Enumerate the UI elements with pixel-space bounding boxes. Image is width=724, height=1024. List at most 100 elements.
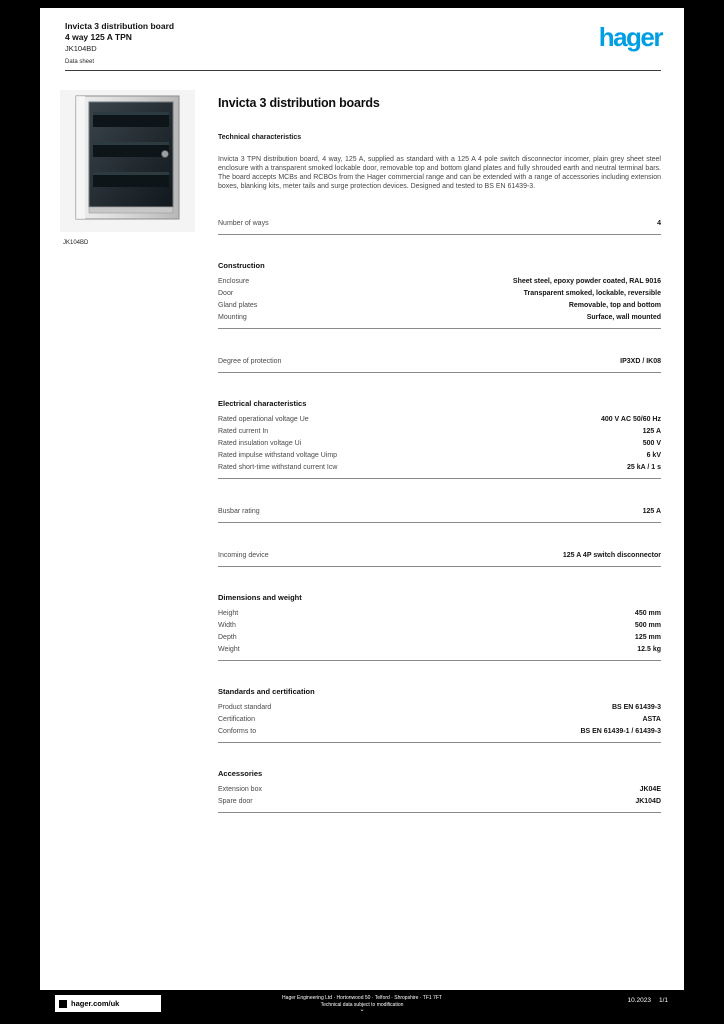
footer-address: Hager Engineering Ltd · Hortonwood 50 · …	[282, 995, 442, 1001]
spec-value: BS EN 61439-1 / 61439-3	[580, 727, 661, 735]
section-header: Electrical characteristics	[218, 399, 307, 408]
section-header: Accessories	[218, 769, 263, 778]
spec-row: Number of ways 4	[218, 217, 661, 229]
footer-center: Hager Engineering Ltd · Hortonwood 50 · …	[242, 995, 482, 1013]
spec-row: Extension box JK04E	[218, 783, 661, 795]
spec-value: 125 A	[642, 427, 661, 435]
footer-site-link[interactable]: hager.com/uk	[71, 999, 120, 1008]
spec-value: 400 V AC 50/60 Hz	[600, 415, 661, 423]
spec-row: Rated impulse withstand voltage Uimp 6 k…	[218, 449, 661, 461]
spec-row: Product standard BS EN 61439-3	[218, 701, 661, 713]
spec-value: JK04E	[639, 785, 661, 793]
spec-value: JK104D	[635, 797, 661, 805]
document-header: Invicta 3 distribution board 4 way 125 A…	[65, 21, 174, 65]
section-header: Dimensions and weight	[218, 593, 302, 602]
spec-value: Surface, wall mounted	[586, 313, 661, 321]
spec-value: Transparent smoked, lockable, reversible	[523, 289, 661, 297]
spec-label: Spare door	[218, 797, 253, 805]
spec-label: Rated short-time withstand current Icw	[218, 463, 338, 471]
product-title-line1: Invicta 3 distribution board	[65, 21, 175, 31]
spec-label: Door	[218, 289, 234, 297]
spec-label: Certification	[218, 715, 255, 723]
header-divider	[65, 70, 661, 71]
spec-row: Incoming device 125 A 4P switch disconne…	[218, 549, 661, 561]
spec-label: Product standard	[218, 703, 272, 711]
spec-row: Weight 12.5 kg	[218, 643, 661, 655]
main-content: Invicta 3 distribution boards Technical …	[218, 96, 661, 813]
product-title-line2: 4 way 125 A TPN	[65, 32, 132, 42]
spec-label: Rated insulation voltage Ui	[218, 439, 302, 447]
document-type-label: Data sheet	[65, 59, 95, 65]
spec-label: Conforms to	[218, 727, 257, 735]
spec-label: Depth	[218, 633, 237, 641]
spec-row: Enclosure Sheet steel, epoxy powder coat…	[218, 275, 661, 287]
footer-date: 10.2023	[627, 997, 651, 1004]
spec-section-incomer: Incoming device 125 A 4P switch disconne…	[218, 549, 661, 567]
spec-section-accessories: Accessories Extension box JK04E Spare do…	[218, 769, 661, 813]
spec-label: Height	[218, 609, 239, 617]
footer-site-box: hager.com/uk	[55, 995, 161, 1012]
spec-value: Sheet steel, epoxy powder coated, RAL 90…	[512, 277, 661, 285]
spec-section-electrical: Electrical characteristics Rated operati…	[218, 399, 661, 479]
spec-row: Rated insulation voltage Ui 500 V	[218, 437, 661, 449]
footer-right: 10.2023 1/1	[627, 997, 668, 1004]
spec-value: ASTA	[642, 715, 661, 723]
spec-label: Weight	[218, 645, 240, 653]
section-header: Construction	[218, 261, 265, 270]
spec-section-standards: Standards and certification Product stan…	[218, 687, 661, 743]
spec-value: 4	[657, 219, 661, 227]
datasheet-page: Invicta 3 distribution board 4 way 125 A…	[40, 8, 684, 990]
spec-section-dimensions: Dimensions and weight Height 450 mm Widt…	[218, 593, 661, 661]
spec-row: Width 500 mm	[218, 619, 661, 631]
spec-label: Number of ways	[218, 219, 269, 227]
chevron-down-icon: ⌄	[359, 1007, 365, 1013]
spec-label: Rated current In	[218, 427, 269, 435]
spec-value: 125 A	[642, 507, 661, 515]
spec-value: 12.5 kg	[637, 645, 661, 653]
spec-row: Busbar rating 125 A	[218, 505, 661, 517]
spec-label: Degree of protection	[218, 357, 282, 365]
spec-section-busbar: Busbar rating 125 A	[218, 505, 661, 523]
page-title: Invicta 3 distribution boards	[218, 96, 380, 110]
spec-value: Removable, top and bottom	[568, 301, 661, 309]
spec-label: Enclosure	[218, 277, 250, 285]
hager-mark-icon	[59, 999, 67, 1008]
hager-logo: hager	[598, 22, 664, 52]
spec-row: Height 450 mm	[218, 607, 661, 619]
spec-value: 125 A 4P switch disconnector	[562, 551, 661, 559]
spec-label: Extension box	[218, 785, 262, 793]
product-image-caption: JK104BD	[63, 240, 89, 246]
spec-label: Rated operational voltage Ue	[218, 415, 309, 423]
product-reference: JK104BD	[65, 44, 97, 53]
spec-label: Busbar rating	[218, 507, 260, 515]
spec-row: Depth 125 mm	[218, 631, 661, 643]
spec-row: Gland plates Removable, top and bottom	[218, 299, 661, 311]
spec-label: Incoming device	[218, 551, 269, 559]
spec-row: Spare door JK104D	[218, 795, 661, 807]
spec-value: IP3XD / IK08	[620, 357, 661, 365]
spec-row: Certification ASTA	[218, 713, 661, 725]
product-image	[60, 90, 195, 232]
footer-note: Technical data subject to modification	[320, 1002, 404, 1008]
section-header: Standards and certification	[218, 687, 315, 696]
spec-row: Mounting Surface, wall mounted	[218, 311, 661, 323]
spec-section-protection: Degree of protection IP3XD / IK08	[218, 355, 661, 373]
product-description: Invicta 3 TPN distribution board, 4 way,…	[218, 156, 661, 190]
spec-row: Degree of protection IP3XD / IK08	[218, 355, 661, 367]
spec-label: Rated impulse withstand voltage Uimp	[218, 451, 338, 459]
spec-row: Rated current In 125 A	[218, 425, 661, 437]
spec-row: Conforms to BS EN 61439-1 / 61439-3	[218, 725, 661, 737]
spec-section-ways: Number of ways 4	[218, 217, 661, 235]
spec-value: BS EN 61439-3	[611, 703, 661, 711]
spec-label: Gland plates	[218, 301, 258, 309]
spec-label: Width	[218, 621, 236, 629]
footer-page-number: 1/1	[658, 997, 668, 1004]
spec-value: 125 mm	[634, 633, 661, 641]
technical-subtitle: Technical characteristics	[218, 134, 302, 141]
spec-label: Mounting	[218, 313, 247, 321]
spec-row: Rated short-time withstand current Icw 2…	[218, 461, 661, 473]
spec-value: 500 mm	[634, 621, 661, 629]
spec-section-construction: Construction Enclosure Sheet steel, epox…	[218, 261, 661, 329]
spec-row: Rated operational voltage Ue 400 V AC 50…	[218, 413, 661, 425]
distribution-board-illustration	[60, 90, 195, 232]
